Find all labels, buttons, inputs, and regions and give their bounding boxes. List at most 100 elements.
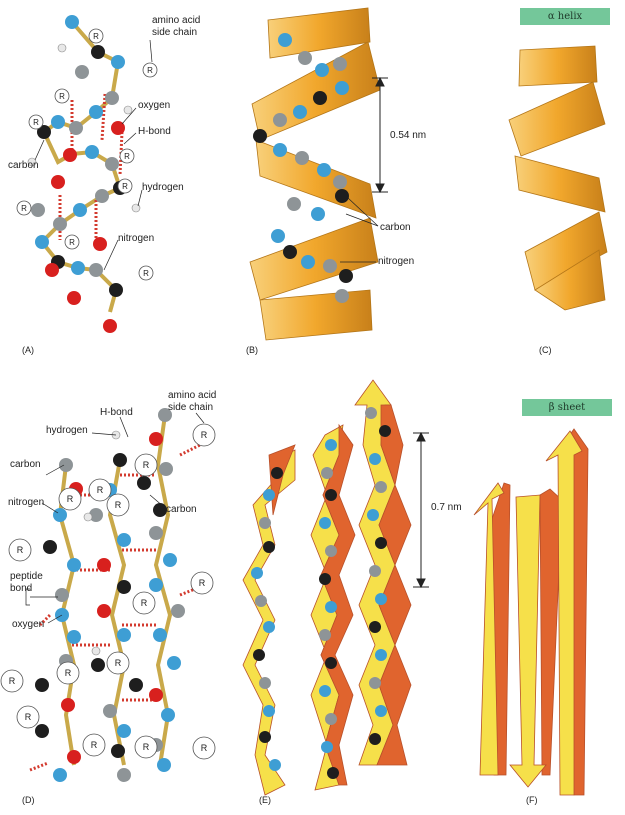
hydrogen-atom: [123, 105, 133, 115]
svg-text:R: R: [115, 500, 122, 510]
carbon-atom: [37, 125, 51, 139]
label-nitrogen: nitrogen: [8, 497, 45, 508]
svg-text:R: R: [65, 668, 72, 678]
carbon-atom: [109, 283, 123, 297]
svg-text:R: R: [141, 598, 148, 608]
oxygen-atom: [93, 237, 107, 251]
svg-text:R: R: [25, 712, 32, 722]
spacing-arrow: [413, 431, 429, 589]
label-spacing: 0.7 nm: [431, 502, 462, 513]
svg-text:R: R: [97, 485, 104, 495]
panel-a-helix-ball-stick: R R R R R R R R R amino acid side chain …: [0, 0, 215, 360]
svg-text:R: R: [93, 32, 99, 41]
carbon-atom: [31, 203, 45, 217]
alpha-helix-tag: α helix: [520, 8, 610, 25]
svg-text:R: R: [124, 152, 130, 161]
panel-c-letter: (C): [539, 345, 552, 355]
label-hydrogen: hydrogen: [46, 425, 88, 436]
pitch-arrow: [372, 76, 388, 194]
panel-d-sheet-ball-stick: R R R R R R R R R R R R R R R ami: [0, 365, 230, 815]
r-groups: [0, 423, 216, 760]
svg-text:R: R: [33, 118, 39, 127]
carbon-atom: [53, 217, 67, 231]
label-hydrogen: hydrogen: [142, 182, 184, 193]
svg-text:R: R: [115, 658, 122, 668]
helix-ribbon: [249, 7, 381, 341]
label-nitrogen: nitrogen: [118, 233, 155, 244]
oxygen-atom: [45, 263, 59, 277]
label-side-chain: side chain: [168, 402, 214, 413]
hydrogen-atom: [57, 43, 67, 53]
svg-text:R: R: [17, 545, 24, 555]
r-group-letters: R R R R R R R R R R R R R R R: [9, 430, 208, 753]
panel-a-letter: (A): [22, 345, 34, 355]
oxygen-atom: [111, 121, 125, 135]
label-carbon: carbon: [380, 222, 411, 233]
panel-f-drawing: [473, 428, 589, 796]
nitrogen-atom: [65, 15, 79, 29]
label-peptide: peptide: [10, 571, 43, 582]
nitrogen-atom: [51, 115, 65, 129]
panel-a-drawing: R R R R R R R R R: [16, 15, 158, 333]
label-leaders: [34, 39, 153, 271]
svg-text:R: R: [143, 742, 150, 752]
r-group-letters: R R R R R R R R R: [21, 32, 153, 278]
oxygen-atom: [67, 291, 81, 305]
label-hbond: H-bond: [100, 407, 133, 418]
nitrogen-atom: [111, 55, 125, 69]
carbon-atom: [105, 91, 119, 105]
panel-d-drawing: R R R R R R R R R R R R R R R: [0, 408, 216, 782]
backbone-bonds: [39, 20, 123, 313]
svg-text:R: R: [122, 182, 128, 191]
label-nitrogen: nitrogen: [378, 256, 415, 267]
hydrogen-atom: [27, 157, 37, 167]
beta-sheet-tag: β sheet: [522, 399, 612, 416]
label-hbond: H-bond: [138, 126, 171, 137]
nitrogen-atom: [71, 261, 85, 275]
panel-c-drawing: [508, 45, 608, 311]
svg-text:R: R: [199, 578, 206, 588]
svg-text:R: R: [91, 740, 98, 750]
label-bond: bond: [10, 583, 33, 594]
helix-ribbon: [508, 45, 608, 311]
sheet-arrows: [473, 428, 589, 796]
nitrogen-atom: [85, 145, 99, 159]
label-amino-acid: amino acid: [168, 390, 217, 401]
oxygen-atom: [103, 319, 117, 333]
panel-e-drawing: [242, 379, 429, 796]
svg-text:R: R: [143, 269, 149, 278]
label-leaders: [340, 197, 379, 263]
panel-e-sheet-strands-atoms: 0.7 nm (E): [235, 365, 465, 815]
panel-c-helix-ribbon: α helix (C): [495, 0, 625, 360]
carbon-atom: [105, 157, 119, 171]
carbon-atom: [89, 263, 103, 277]
svg-text:R: R: [201, 430, 208, 440]
label-carbon: carbon: [166, 504, 197, 515]
atoms: [253, 33, 353, 303]
nitrogen-atom: [89, 105, 103, 119]
label-carbon: carbon: [10, 459, 41, 470]
svg-text:R: R: [59, 92, 65, 101]
svg-text:R: R: [67, 494, 74, 504]
svg-text:R: R: [21, 204, 27, 213]
label-carbon: carbon: [8, 160, 39, 171]
svg-text:R: R: [69, 238, 75, 247]
oxygen-atom: [63, 148, 77, 162]
label-leaders: [25, 412, 205, 624]
label-amino-acid: amino acid: [152, 15, 201, 26]
panel-b-helix-ribbon-atoms: 0.54 nm carbon nitrogen (B): [230, 0, 430, 360]
atoms: [35, 408, 185, 782]
carbon-atom: [95, 189, 109, 203]
r-groups: [16, 28, 158, 281]
panel-b-drawing: [249, 7, 388, 341]
nitrogen-atom: [35, 235, 49, 249]
carbon-atom: [91, 45, 105, 59]
atoms: [251, 407, 391, 779]
oxygen-atom: [51, 175, 65, 189]
svg-text:R: R: [9, 676, 16, 686]
label-side-chain: side chain: [152, 27, 198, 38]
svg-text:R: R: [147, 66, 153, 75]
label-oxygen: oxygen: [12, 619, 45, 630]
panel-e-letter: (E): [259, 795, 271, 805]
panel-b-letter: (B): [246, 345, 258, 355]
